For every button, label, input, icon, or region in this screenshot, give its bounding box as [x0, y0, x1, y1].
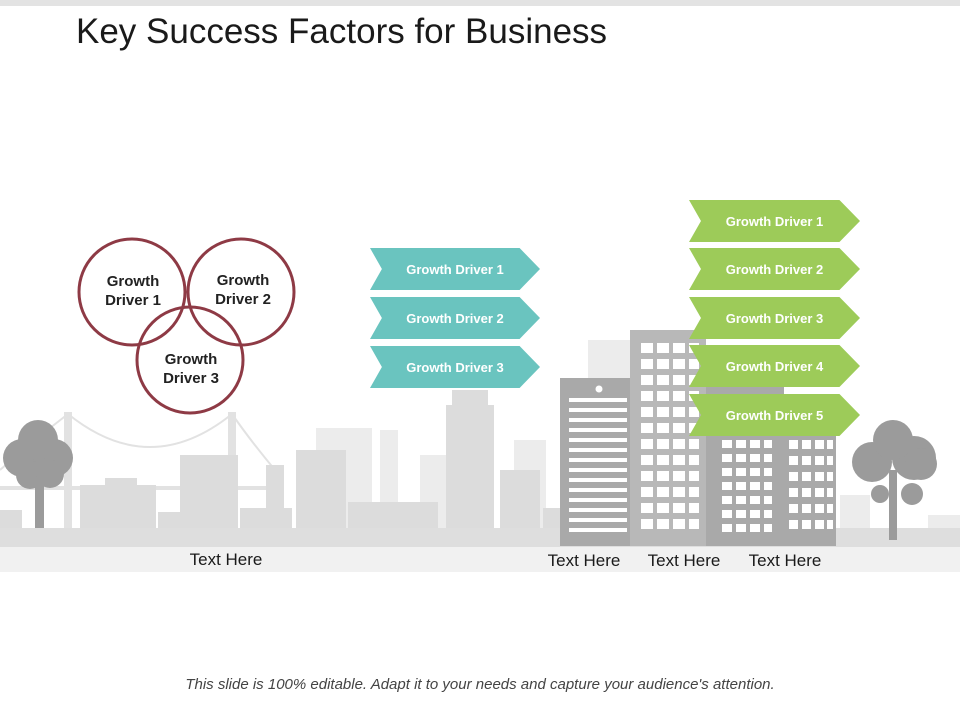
tree-left-illustration [3, 420, 73, 528]
mid-buildings [0, 390, 563, 530]
venn-circle-1 [77, 237, 187, 347]
venn-circle-3 [135, 305, 245, 415]
building-label-3: Text Here [748, 551, 822, 570]
building-label-2: Text Here [647, 551, 721, 570]
venn-label-2: Growth Driver 2 [215, 272, 271, 308]
venn-label-1: Growth Driver 1 [105, 273, 161, 309]
middle-arrow-3: Growth Driver 3 [370, 346, 540, 388]
right-arrow-4: Growth Driver 4 [689, 345, 860, 387]
top-bar [0, 0, 960, 6]
venn-label-3: Growth Driver 3 [163, 351, 219, 387]
middle-arrow-1: Growth Driver 1 [370, 248, 540, 290]
slide-title: Key Success Factors for Business [76, 12, 608, 51]
ground-band [0, 547, 960, 572]
tree-right-illustration [852, 420, 937, 540]
venn-caption: Text Here [189, 550, 263, 569]
right-arrow-3: Growth Driver 3 [689, 297, 860, 339]
right-arrow-1: Growth Driver 1 [689, 200, 860, 242]
right-arrow-5: Growth Driver 5 [689, 394, 860, 436]
footer-note: This slide is 100% editable. Adapt it to… [185, 676, 775, 693]
middle-arrow-2: Growth Driver 2 [370, 297, 540, 339]
venn-diagram [77, 237, 296, 415]
building-label-1: Text Here [547, 551, 621, 570]
right-arrow-2: Growth Driver 2 [689, 248, 860, 290]
